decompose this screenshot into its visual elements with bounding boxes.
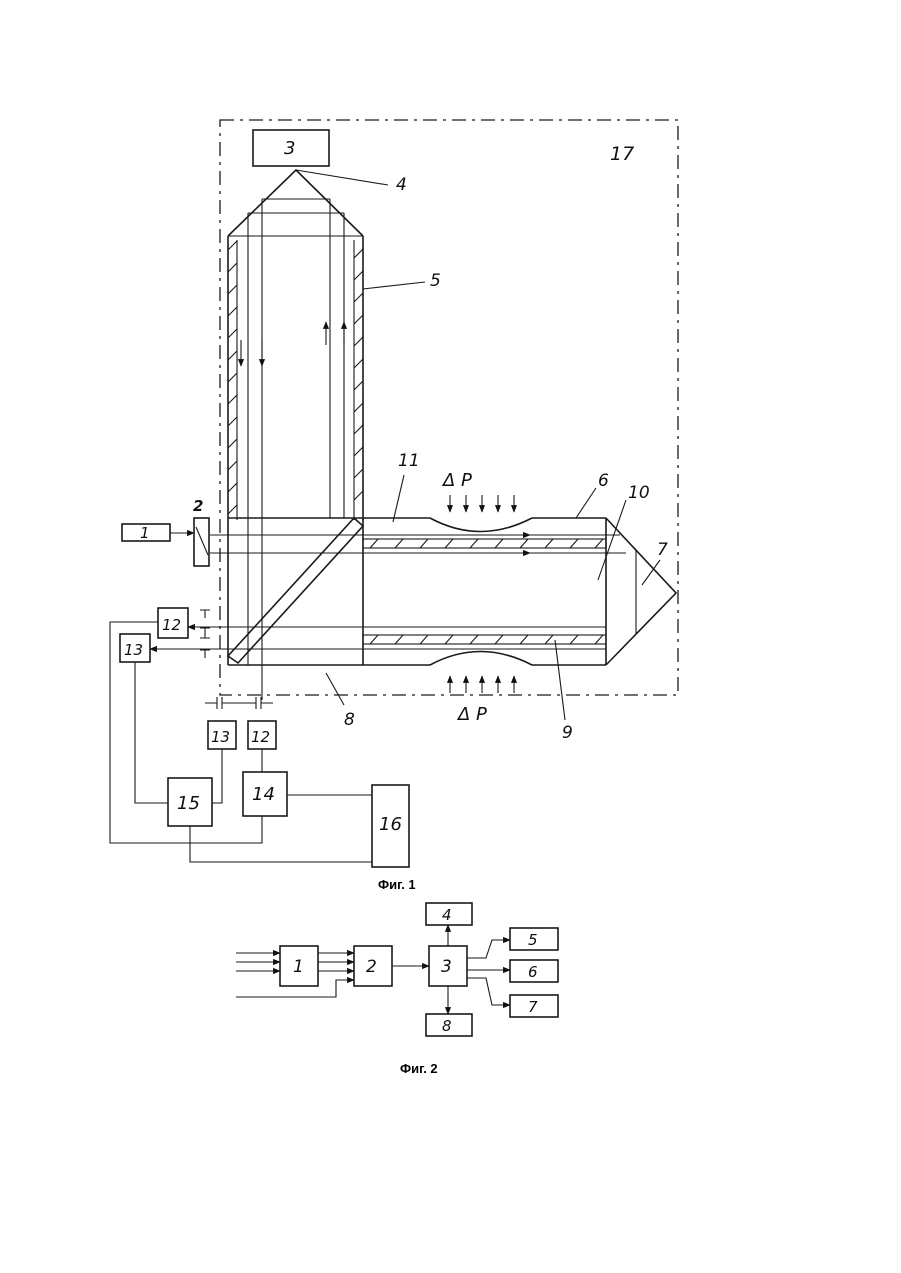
label-7: 7: [657, 540, 668, 560]
label-12b: 12: [251, 728, 270, 746]
label-4: 4: [396, 175, 407, 195]
label-17: 17: [610, 143, 634, 165]
pressure-bottom-label: Δ P: [456, 704, 487, 725]
label-16: 16: [379, 814, 402, 835]
tube-5-left-hatching: [228, 240, 237, 520]
label-8: 8: [344, 710, 355, 730]
figure-2-caption: Фиг. 2: [400, 1061, 438, 1076]
pressure-top-label: Δ P: [441, 470, 472, 491]
fig2-label-2: 2: [366, 957, 377, 977]
element-2: [194, 518, 209, 566]
label-9: 9: [562, 723, 573, 743]
fig2-label-1: 1: [293, 957, 304, 977]
label-5: 5: [430, 271, 441, 291]
pressure-bottom-arrows: [450, 676, 514, 693]
label-14: 14: [252, 784, 275, 805]
polarizer-marks: [200, 610, 210, 658]
fig2-label-7: 7: [528, 998, 538, 1016]
label-10: 10: [628, 483, 650, 503]
fig2-label-8: 8: [442, 1017, 452, 1035]
label-12a: 12: [162, 616, 181, 634]
label-6: 6: [598, 471, 609, 491]
figure-2: 1 2 3 4 5 6 7 8 Фиг. 2: [236, 903, 558, 1076]
enclosure-17: [220, 120, 678, 695]
fig2-label-5: 5: [528, 931, 538, 949]
pressure-top-arrows: [450, 495, 514, 512]
figure-1-caption: Фиг. 1: [378, 877, 416, 892]
fig2-label-3: 3: [441, 957, 452, 977]
label-11: 11: [398, 451, 420, 471]
label-15: 15: [177, 793, 200, 814]
label-1: 1: [140, 524, 150, 542]
fig2-label-4: 4: [442, 906, 452, 924]
block-3-label: 3: [284, 138, 295, 159]
label-13b: 13: [211, 728, 230, 746]
label-2: 2: [193, 497, 203, 515]
fig2-label-6: 6: [528, 963, 538, 981]
label-13a: 13: [124, 641, 143, 659]
figure-1: 3 4 5: [110, 120, 678, 892]
tube-5-right-hatching: [354, 240, 363, 520]
